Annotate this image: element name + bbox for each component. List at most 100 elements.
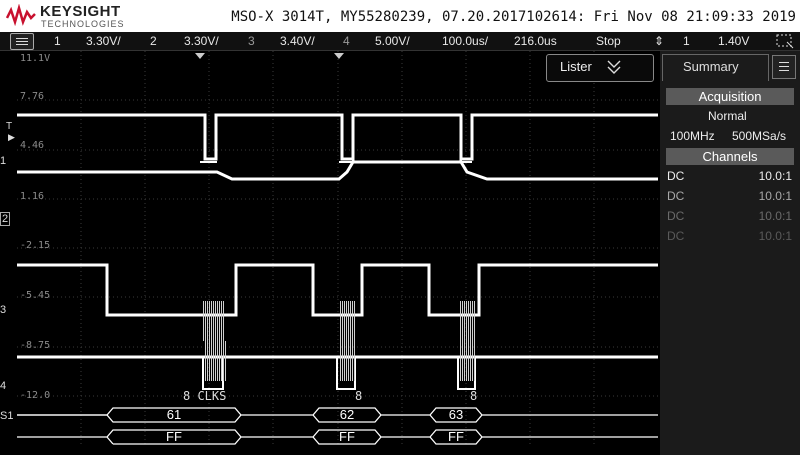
ch4-clock-burst <box>202 357 476 390</box>
trigger-slope-icon[interactable]: ⇕ <box>654 34 665 48</box>
clock-edge-mark <box>215 301 216 341</box>
decode-clock-count: 8 CLKS <box>183 389 227 403</box>
trigger-level-marker[interactable]: T <box>6 121 13 132</box>
acquisition-mode: Normal <box>708 109 747 123</box>
ch1-ground-marker[interactable]: 1 <box>0 155 7 167</box>
lister-label: Lister <box>560 59 592 74</box>
clock-edge-mark <box>217 341 218 381</box>
instrument-title: MSO-X 3014T, MY55280239, 07.20.201710261… <box>231 9 796 25</box>
clock-edge-mark <box>466 341 467 381</box>
ch4-scale[interactable]: 5.00V/ <box>375 34 410 48</box>
clock-edge-mark <box>340 341 341 381</box>
decode-clock-count: 8 <box>470 389 478 403</box>
clock-edge-mark <box>221 341 222 381</box>
clock-edge-mark <box>219 301 220 341</box>
lister-button[interactable] <box>546 54 654 82</box>
zoom-select-icon[interactable] <box>775 33 795 49</box>
tab-summary-label: Summary <box>683 59 739 74</box>
serial-bus-marker[interactable]: S1 <box>0 410 14 422</box>
header-bar: KEYSIGHT TECHNOLOGIES MSO-X 3014T, MY552… <box>0 0 800 32</box>
clock-edge-mark <box>468 301 469 341</box>
clock-edge-mark <box>217 301 218 341</box>
clock-edge-mark <box>472 301 473 341</box>
clock-edge-mark <box>474 341 475 381</box>
chevron-double-down-icon <box>607 60 621 74</box>
ch2-ground-marker[interactable]: 2 <box>0 212 11 226</box>
timebase-delay[interactable]: 216.0us <box>514 34 557 48</box>
acquisition-sample-rate: 500MSa/s <box>732 129 787 143</box>
clock-edge-mark <box>225 341 226 381</box>
run-state[interactable]: Stop <box>596 34 621 48</box>
clock-edge-mark <box>346 341 347 381</box>
ch2-probe: 10.0:1 <box>758 189 792 203</box>
clock-edge-mark <box>354 341 355 381</box>
clock-edge-mark <box>223 341 224 381</box>
timebase-reference-marker <box>334 53 344 59</box>
channel-bar: 1 3.30V/ 2 3.30V/ 3 3.40V/ 4 5.00V/ 100.… <box>0 32 800 51</box>
clock-edge-mark <box>340 301 341 341</box>
clock-edge-mark <box>470 301 471 341</box>
tick-label: -12.0 <box>20 390 51 401</box>
trigger-arrow-icon: ▶ <box>8 132 15 142</box>
tick-label: -5.45 <box>20 290 51 301</box>
clock-edge-mark <box>205 341 206 381</box>
ch1-coupling: DC <box>667 169 685 183</box>
brand-name: KEYSIGHT <box>40 3 121 20</box>
clock-edge-mark <box>213 341 214 381</box>
ch2-trace-low <box>17 160 658 181</box>
clock-edge-mark <box>460 301 461 341</box>
clock-edge-mark <box>342 301 343 341</box>
main-menu-button[interactable] <box>10 33 34 50</box>
trigger-position-marker[interactable] <box>195 53 205 59</box>
ch3-ground-marker[interactable]: 3 <box>0 304 7 316</box>
clock-edge-mark <box>474 301 475 341</box>
clock-edge-mark <box>462 301 463 341</box>
clock-edge-mark <box>344 341 345 381</box>
clock-edge-mark <box>203 301 204 341</box>
timebase-scale[interactable]: 100.0us/ <box>442 34 489 48</box>
decode-byte: FF <box>339 429 355 444</box>
decode-byte: 63 <box>448 407 464 422</box>
clock-edge-mark <box>350 301 351 341</box>
clock-edge-mark <box>462 341 463 381</box>
decode-byte: FF <box>448 429 464 444</box>
decode-clock-count: 8 <box>355 389 363 403</box>
ch4-probe: 10.0:1 <box>758 229 792 243</box>
tick-label: 7.76 <box>20 91 45 102</box>
tick-label: 1.16 <box>20 191 45 202</box>
clock-edge-mark <box>464 341 465 381</box>
panel-menu-button[interactable] <box>772 55 796 79</box>
trigger-source[interactable]: 1 <box>683 34 690 48</box>
clock-edge-mark <box>354 301 355 341</box>
clock-edge-mark <box>209 341 210 381</box>
clock-edge-mark <box>464 301 465 341</box>
keysight-logo: KEYSIGHT TECHNOLOGIES <box>6 2 126 30</box>
clock-edge-mark <box>348 341 349 381</box>
channels-header[interactable]: Channels <box>666 148 794 165</box>
clock-edge-mark <box>352 341 353 381</box>
waveform-grid[interactable] <box>17 51 658 445</box>
clock-edge-mark <box>470 341 471 381</box>
summary-panel <box>660 51 800 455</box>
tab-summary[interactable] <box>662 54 769 81</box>
ch2-scale[interactable]: 3.30V/ <box>184 34 219 48</box>
ch4-ground-marker[interactable]: 4 <box>0 380 7 392</box>
serial-decode-bus[interactable] <box>17 404 658 450</box>
clock-edge-mark <box>209 301 210 341</box>
ch3-number[interactable]: 3 <box>248 34 255 48</box>
acquisition-header[interactable]: Acquisition <box>666 88 794 105</box>
clock-edge-mark <box>352 301 353 341</box>
trigger-level[interactable]: 1.40V <box>718 34 750 48</box>
tick-label: -8.75 <box>20 340 51 351</box>
clock-edge-mark <box>223 301 224 341</box>
clock-edge-mark <box>460 341 461 381</box>
clock-edge-mark <box>468 341 469 381</box>
ch1-number[interactable]: 1 <box>54 34 61 48</box>
ch3-scale[interactable]: 3.40V/ <box>280 34 315 48</box>
ch2-number[interactable]: 2 <box>150 34 157 48</box>
ch3-coupling: DC <box>667 209 685 223</box>
ch4-number[interactable]: 4 <box>343 34 350 48</box>
ch1-scale[interactable]: 3.30V/ <box>86 34 121 48</box>
clock-edge-mark <box>348 301 349 341</box>
clock-edge-mark <box>215 341 216 381</box>
